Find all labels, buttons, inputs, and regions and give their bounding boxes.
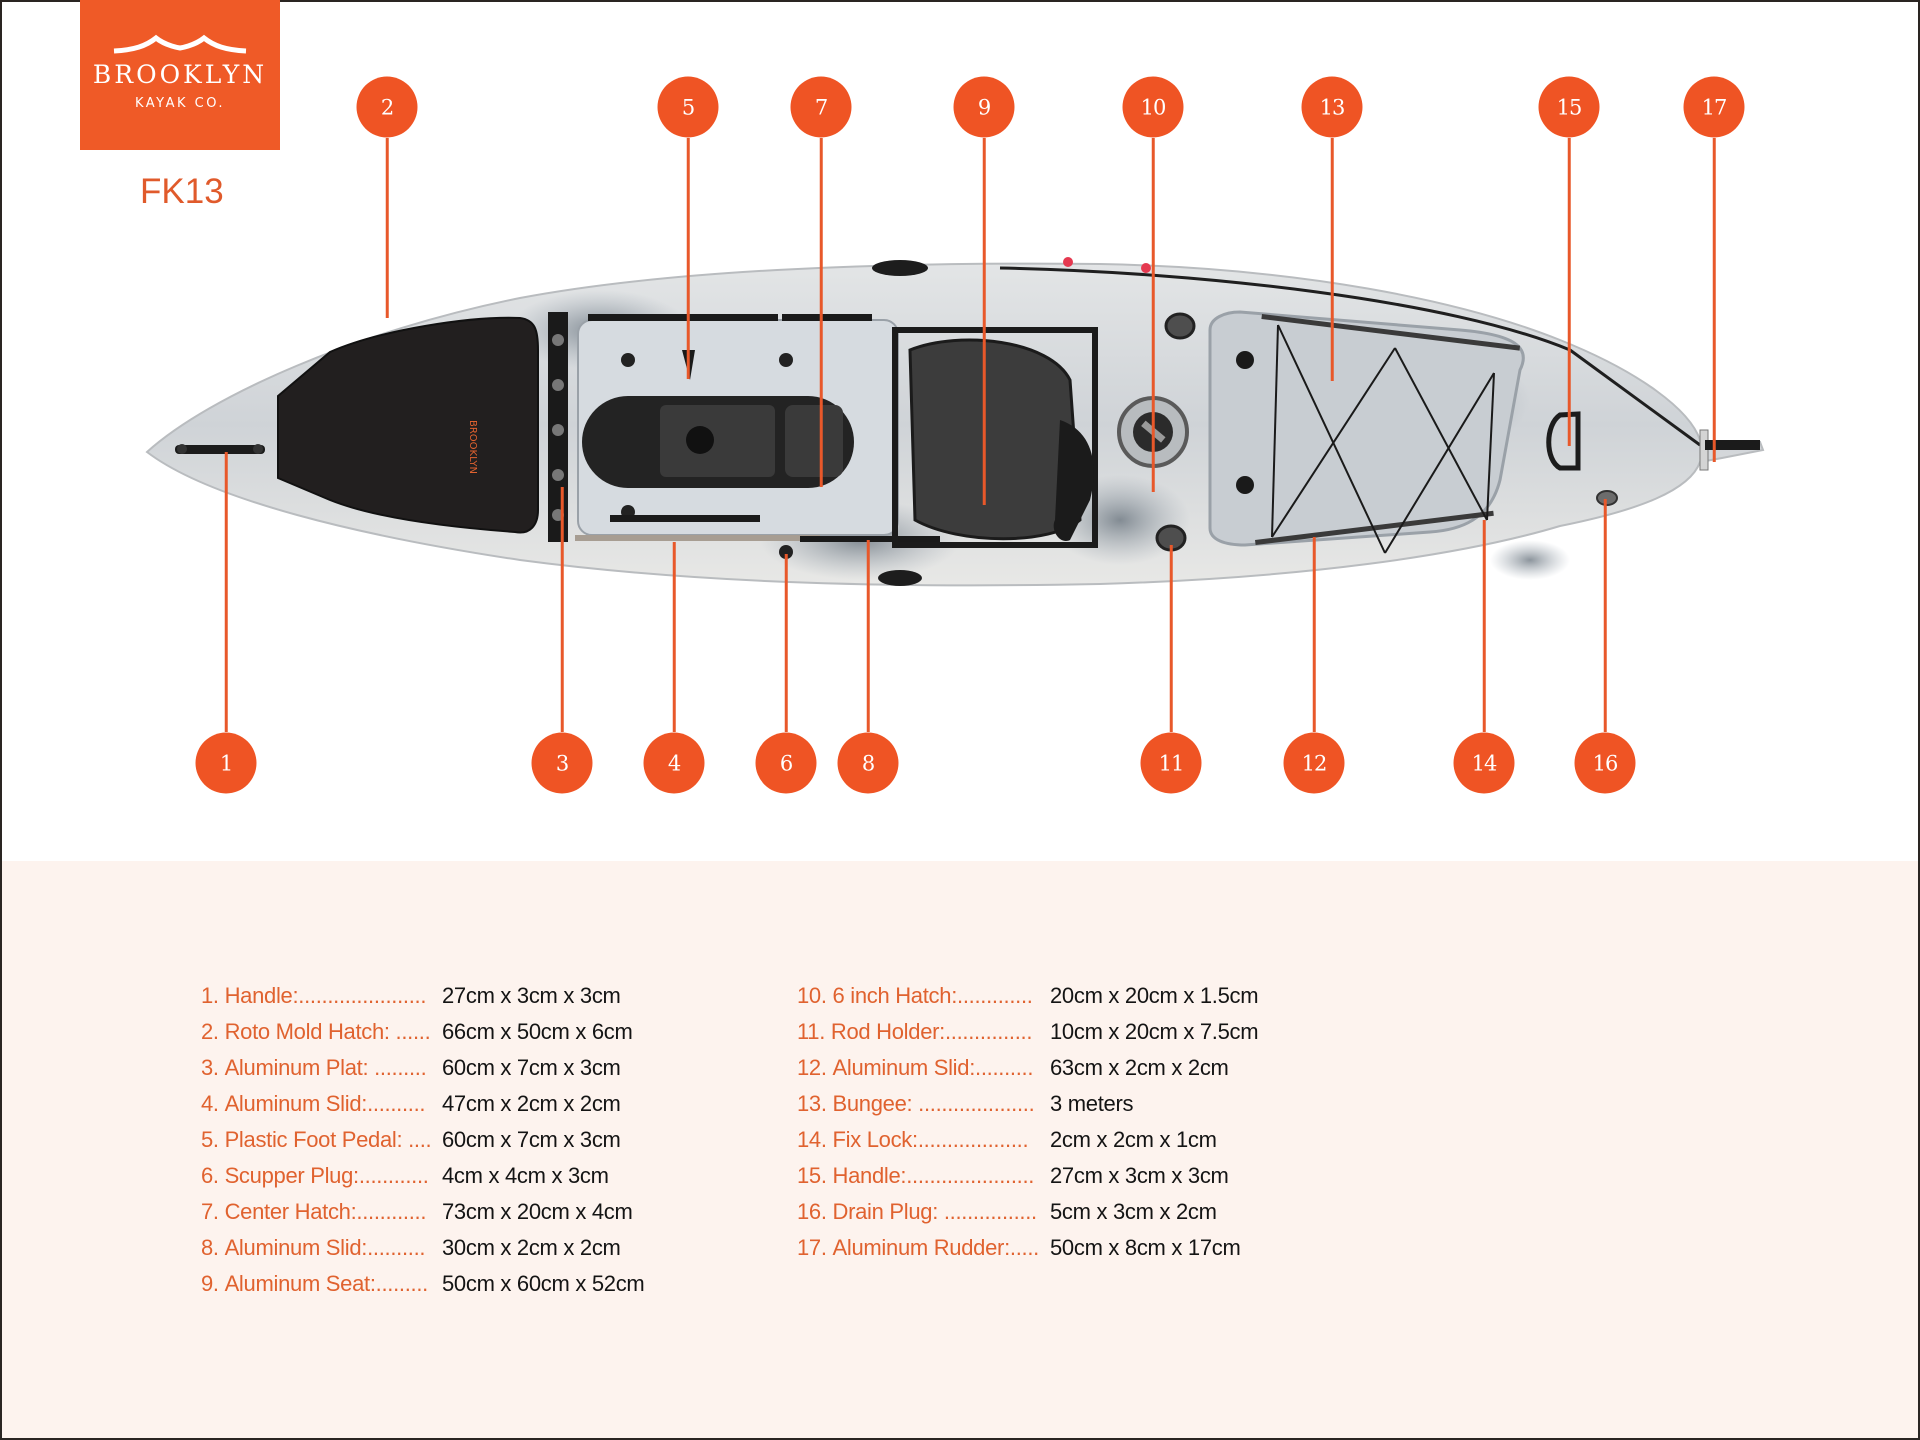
callout-4[interactable]: 4 (643, 732, 705, 794)
spec-label: 15. Handle:...................... (797, 1163, 1035, 1188)
leader-line-1 (224, 452, 228, 732)
spec-value: 30cm x 2cm x 2cm (442, 1235, 621, 1260)
spec-row-17: 17. Aluminum Rudder:..... 50cm x 8cm x 1… (797, 1230, 1258, 1266)
spec-value: 60cm x 7cm x 3cm (442, 1055, 621, 1080)
callout-6[interactable]: 6 (755, 732, 817, 794)
leader-line-5 (686, 138, 690, 379)
callout-3[interactable]: 3 (531, 732, 593, 794)
spec-label: 13. Bungee: .................... (797, 1091, 1035, 1116)
leader-line-2 (385, 138, 389, 318)
brand-name: BROOKLYN (92, 60, 268, 89)
leader-line-3 (560, 487, 564, 732)
leader-line-17 (1712, 138, 1716, 462)
callout-11[interactable]: 11 (1140, 732, 1202, 794)
spec-row-14: 14. Fix Lock:................... 2cm x 2… (797, 1122, 1258, 1158)
spec-value: 4cm x 4cm x 3cm (442, 1163, 609, 1188)
leader-line-16 (1603, 499, 1607, 732)
brand-subtitle: KAYAK CO. (134, 96, 226, 111)
wave-icon (113, 34, 247, 54)
specs-list-right: 10. 6 inch Hatch:............. 20cm x 20… (797, 978, 1259, 1266)
spec-row-8: 8. Aluminum Slid:.......... 30cm x 2cm x… (201, 1230, 644, 1266)
spec-row-10: 10. 6 inch Hatch:............. 20cm x 20… (797, 978, 1259, 1014)
spec-value: 50cm x 8cm x 17cm (1050, 1235, 1241, 1260)
spec-row-9: 9. Aluminum Seat:......... 50cm x 60cm x… (201, 1266, 645, 1302)
spec-row-1: 1. Handle:...................... 27cm x … (201, 978, 644, 1014)
spec-row-15: 15. Handle:...................... 27cm x… (797, 1158, 1258, 1194)
spec-row-6: 6. Scupper Plug:............ 4cm x 4cm x… (201, 1158, 644, 1194)
spec-label: 16. Drain Plug: ................ (797, 1199, 1037, 1224)
leader-line-13 (1330, 138, 1334, 381)
spec-value: 3 meters (1050, 1091, 1134, 1116)
leader-line-14 (1482, 520, 1486, 732)
callout-7[interactable]: 7 (790, 76, 852, 138)
spec-value: 47cm x 2cm x 2cm (442, 1091, 621, 1116)
spec-value: 66cm x 50cm x 6cm (442, 1019, 633, 1044)
spec-row-7: 7. Center Hatch:............ 73cm x 20cm… (201, 1194, 644, 1230)
spec-label: 12. Aluminum Slid:.......... (797, 1055, 1034, 1080)
kayak-illustration: BROOKLYN (145, 257, 1765, 587)
callout-16[interactable]: 16 (1574, 732, 1636, 794)
spec-row-16: 16. Drain Plug: ................ 5cm x 3… (797, 1194, 1258, 1230)
spec-value: 60cm x 7cm x 3cm (442, 1127, 621, 1152)
spec-label: 4. Aluminum Slid:.......... (201, 1091, 426, 1116)
spec-value: 27cm x 3cm x 3cm (1050, 1163, 1229, 1188)
spec-value: 73cm x 20cm x 4cm (442, 1199, 633, 1224)
callout-1[interactable]: 1 (195, 732, 257, 794)
callout-14[interactable]: 14 (1453, 732, 1515, 794)
spec-label: 1. Handle:...................... (201, 983, 427, 1008)
callout-9[interactable]: 9 (953, 76, 1015, 138)
leader-line-15 (1567, 138, 1571, 446)
kayak-diagram: BROOKLYN (145, 76, 1765, 794)
spec-label: 3. Aluminum Plat: ......... (201, 1055, 427, 1080)
model-title: FK13 (140, 172, 224, 211)
spec-label: 14. Fix Lock:................... (797, 1127, 1029, 1152)
callout-10[interactable]: 10 (1122, 76, 1184, 138)
spec-label: 11. Rod Holder:............... (797, 1019, 1033, 1044)
leader-line-6 (784, 554, 788, 732)
leader-line-12 (1312, 537, 1316, 732)
spec-label: 6. Scupper Plug:............ (201, 1163, 429, 1188)
spec-label: 2. Roto Mold Hatch: ...... (201, 1019, 431, 1044)
spec-value: 2cm x 2cm x 1cm (1050, 1127, 1217, 1152)
svg-text:BROOKLYN: BROOKLYN (467, 420, 478, 474)
spec-row-12: 12. Aluminum Slid:.......... 63cm x 2cm … (797, 1050, 1258, 1086)
brand-logo: BROOKLYN KAYAK CO. (80, 0, 280, 150)
spec-label: 10. 6 inch Hatch:............. (797, 983, 1033, 1008)
callout-5[interactable]: 5 (657, 76, 719, 138)
spec-label: 5. Plastic Foot Pedal: .... (201, 1127, 432, 1152)
callout-15[interactable]: 15 (1538, 76, 1600, 138)
spec-label: 9. Aluminum Seat:......... (201, 1271, 428, 1296)
leader-line-4 (672, 542, 676, 732)
callout-8[interactable]: 8 (837, 732, 899, 794)
callout-17[interactable]: 17 (1683, 76, 1745, 138)
leader-line-11 (1169, 545, 1173, 732)
spec-label: 17. Aluminum Rudder:..... (797, 1235, 1039, 1260)
spec-value: 20cm x 20cm x 1.5cm (1050, 983, 1259, 1008)
spec-value: 27cm x 3cm x 3cm (442, 983, 621, 1008)
spec-value: 5cm x 3cm x 2cm (1050, 1199, 1217, 1224)
callout-12[interactable]: 12 (1283, 732, 1345, 794)
specs-panel (2, 861, 1918, 1438)
spec-row-11: 11. Rod Holder:............... 10cm x 20… (797, 1014, 1259, 1050)
specs-list-left: 1. Handle:...................... 27cm x … (201, 978, 645, 1302)
callout-13[interactable]: 13 (1301, 76, 1363, 138)
leader-line-9 (982, 138, 986, 505)
spec-row-4: 4. Aluminum Slid:.......... 47cm x 2cm x… (201, 1086, 644, 1122)
spec-value: 63cm x 2cm x 2cm (1050, 1055, 1229, 1080)
spec-row-3: 3. Aluminum Plat: ......... 60cm x 7cm x… (201, 1050, 644, 1086)
spec-label: 7. Center Hatch:............ (201, 1199, 427, 1224)
spec-value: 50cm x 60cm x 52cm (442, 1271, 645, 1296)
spec-value: 10cm x 20cm x 7.5cm (1050, 1019, 1259, 1044)
spec-row-2: 2. Roto Mold Hatch: ...... 66cm x 50cm x… (201, 1014, 644, 1050)
spec-row-5: 5. Plastic Foot Pedal: .... 60cm x 7cm x… (201, 1122, 644, 1158)
leader-line-7 (819, 138, 823, 487)
spec-row-13: 13. Bungee: .................... 3 meter… (797, 1086, 1258, 1122)
leader-line-8 (866, 540, 870, 732)
leader-line-10 (1151, 138, 1155, 492)
spec-label: 8. Aluminum Slid:.......... (201, 1235, 426, 1260)
callout-2[interactable]: 2 (356, 76, 418, 138)
